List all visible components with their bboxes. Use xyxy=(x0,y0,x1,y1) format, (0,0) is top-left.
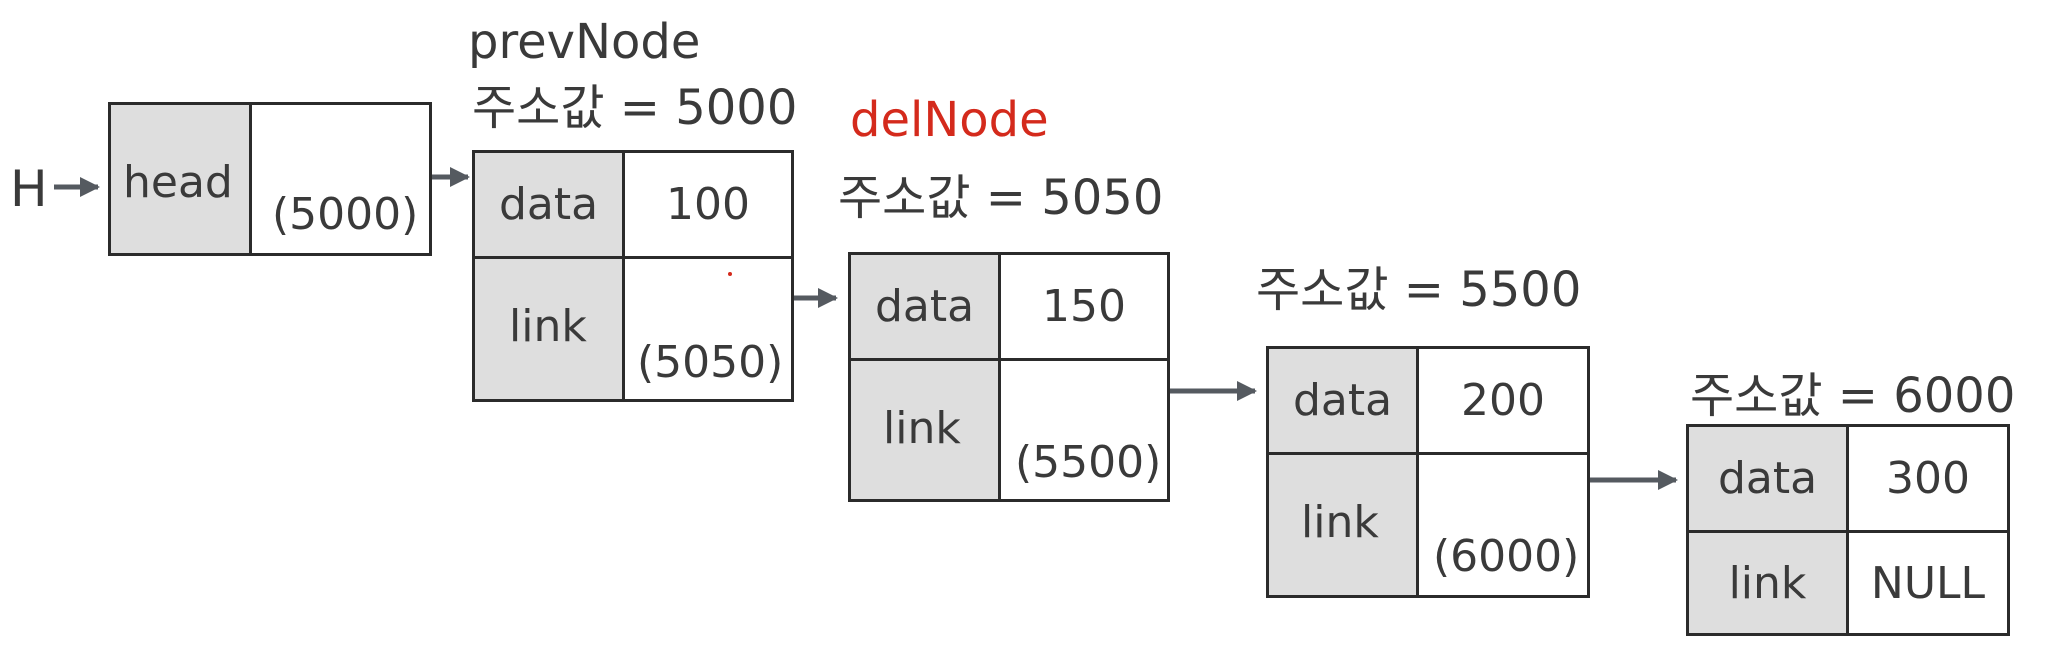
node-6000-data-value-cell: 300 xyxy=(1849,427,2007,533)
node-5050-data-value-cell: 150 xyxy=(1001,255,1167,361)
data-field-label: data xyxy=(498,179,599,230)
link-field-label: link xyxy=(1728,557,1807,609)
data-field-value: 100 xyxy=(666,179,750,230)
data-field-value: 150 xyxy=(1042,281,1126,332)
head-pointer-label: H xyxy=(10,160,48,218)
head-node-link-cell: (5000) xyxy=(252,105,429,253)
node-5050-address: 주소값 = 5050 xyxy=(838,170,1164,226)
node-5050-title: delNode xyxy=(850,92,1049,148)
node-5000-data-value-cell: 100 xyxy=(625,153,791,259)
data-field-value: 200 xyxy=(1461,375,1545,426)
link-field-value: (6000) xyxy=(1433,531,1580,582)
data-field-label: data xyxy=(874,281,975,332)
node-5050: data 150 link (5500) xyxy=(848,252,1170,502)
head-label: head xyxy=(123,157,233,208)
node-6000-link-value-cell: NULL xyxy=(1849,533,2007,633)
node-5000-address: 주소값 = 5000 xyxy=(472,80,798,136)
node-5500: data 200 link (6000) xyxy=(1266,346,1590,598)
node-5500-data-label-cell: data xyxy=(1269,349,1419,455)
link-field-value: (5500) xyxy=(1015,437,1162,488)
head-node: head (5000) xyxy=(108,102,432,256)
node-5050-link-label-cell: link xyxy=(851,361,1001,499)
data-field-label: data xyxy=(1292,375,1393,426)
node-6000-address: 주소값 = 6000 xyxy=(1690,368,2016,424)
node-5500-link-value-cell: (6000) xyxy=(1419,455,1587,595)
node-6000: data 300 link NULL xyxy=(1686,424,2010,636)
node-5000-title: prevNode xyxy=(468,14,701,70)
red-dot-mark xyxy=(728,272,732,276)
data-field-label: data xyxy=(1717,453,1818,504)
link-field-value: NULL xyxy=(1870,557,1986,609)
node-5050-link-value-cell: (5500) xyxy=(1001,361,1167,499)
link-field-label: link xyxy=(509,301,587,352)
link-field-label: link xyxy=(883,403,961,454)
node-6000-link-label-cell: link xyxy=(1689,533,1849,633)
node-5500-address: 주소값 = 5500 xyxy=(1256,262,1582,318)
link-field-value: (5050) xyxy=(637,337,784,388)
node-5000-link-value-cell: (5050) xyxy=(625,259,791,399)
head-link-value: (5000) xyxy=(272,189,419,240)
node-5000-link-label-cell: link xyxy=(475,259,625,399)
node-5050-data-label-cell: data xyxy=(851,255,1001,361)
link-field-label: link xyxy=(1301,497,1379,548)
data-field-value: 300 xyxy=(1886,453,1970,504)
node-5500-link-label-cell: link xyxy=(1269,455,1419,595)
node-5500-data-value-cell: 200 xyxy=(1419,349,1587,455)
head-node-label-cell: head xyxy=(111,105,252,253)
node-5000: data 100 link (5050) xyxy=(472,150,794,402)
node-5000-data-label-cell: data xyxy=(475,153,625,259)
node-6000-data-label-cell: data xyxy=(1689,427,1849,533)
